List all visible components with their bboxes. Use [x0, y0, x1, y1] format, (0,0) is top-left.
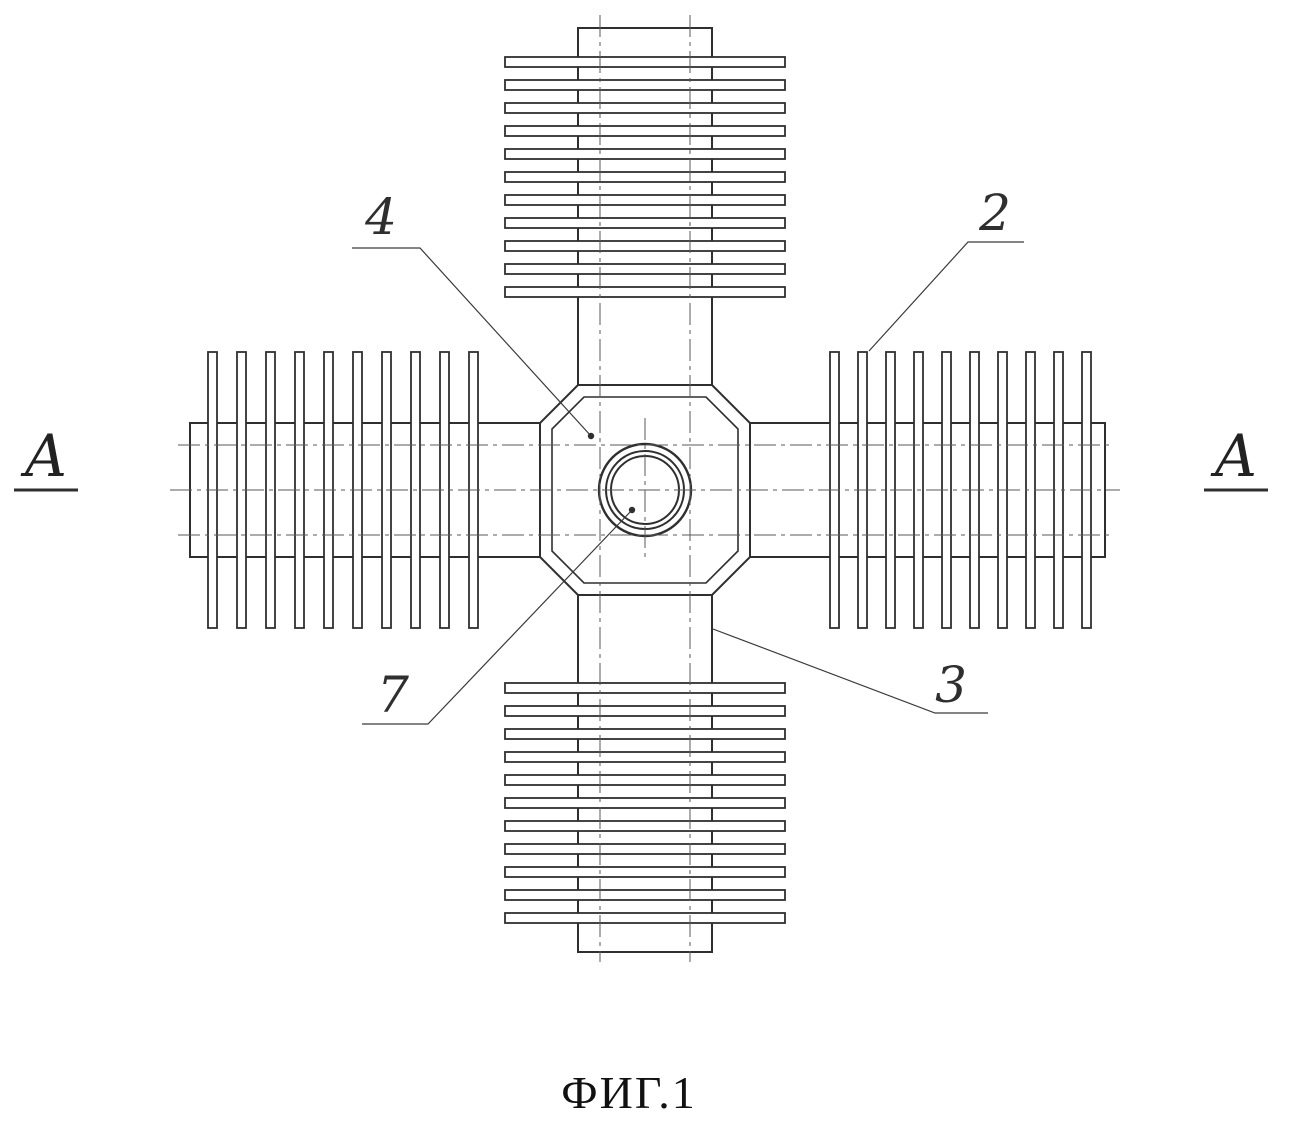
fin — [504, 751, 786, 763]
fin — [504, 820, 786, 832]
leader-label-2 — [868, 241, 1024, 352]
section-marker-a-right: A — [1210, 422, 1257, 490]
fin — [504, 705, 786, 717]
leader-dot-7 — [628, 506, 636, 514]
fin — [504, 125, 786, 137]
leader-lines — [352, 241, 1024, 725]
fin-stack-top — [504, 56, 786, 298]
fin — [504, 866, 786, 878]
part-label-4: 4 — [364, 188, 397, 246]
fin — [504, 56, 786, 68]
fin — [504, 889, 786, 901]
centerlines — [170, 15, 1120, 962]
fin — [504, 843, 786, 855]
fin — [504, 774, 786, 786]
fin — [504, 682, 786, 694]
fin-stack-bottom — [504, 682, 786, 924]
fin — [504, 102, 786, 114]
leader-label-3 — [712, 628, 988, 714]
part-label-7: 7 — [377, 666, 409, 724]
fin — [504, 79, 786, 91]
fin — [504, 240, 786, 252]
hub-octagon-inner — [551, 396, 739, 584]
fin — [504, 194, 786, 206]
fin — [504, 263, 786, 275]
fin — [504, 171, 786, 183]
part-labels: 4 2 3 7 — [364, 184, 1011, 724]
part-label-2: 2 — [978, 184, 1011, 242]
fin — [504, 912, 786, 924]
fin — [504, 286, 786, 298]
part-label-3: 3 — [935, 656, 967, 714]
fin — [504, 217, 786, 229]
fin — [504, 797, 786, 809]
fin — [504, 148, 786, 160]
fin — [504, 728, 786, 740]
leader-dot-4 — [587, 432, 595, 440]
leader-label-4 — [352, 247, 592, 437]
leader-label-7 — [362, 509, 633, 725]
section-markers: A A — [14, 422, 1268, 492]
section-marker-a-left: A — [20, 422, 67, 490]
figure-caption: ФИГ.1 — [561, 1067, 696, 1118]
